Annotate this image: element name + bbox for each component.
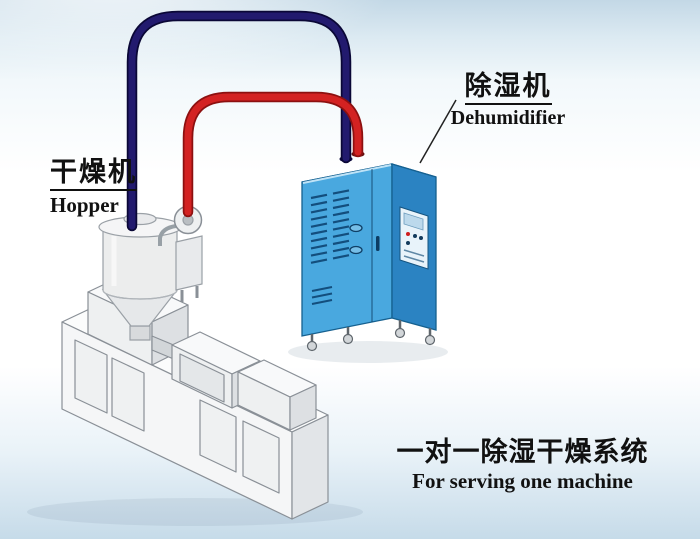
machine-door <box>74 339 108 414</box>
dehumidifier-label-en: Dehumidifier <box>450 107 566 130</box>
pipe-red <box>184 93 362 216</box>
dehumidifier-label-cn: 除湿机 <box>464 72 552 106</box>
gauge-icon <box>349 245 363 255</box>
hopper-label-cn: 干燥机 <box>50 158 137 192</box>
system-title: 一对一除湿干燥系统 For serving one machine <box>370 437 675 494</box>
button <box>419 236 423 240</box>
pipes <box>126 10 364 232</box>
pipe-navy <box>128 12 350 230</box>
hopper-band <box>102 289 178 300</box>
hopper-label-en: Hopper <box>50 193 119 218</box>
vent-slots-column-2 <box>332 189 350 260</box>
casters <box>306 320 436 352</box>
system-title-cn: 一对一除湿干燥系统 <box>396 437 649 467</box>
headbox-right <box>289 384 317 431</box>
hopper-neck <box>129 325 151 341</box>
vent-slots-column-1 <box>310 193 328 264</box>
machine-base-right <box>291 414 329 520</box>
hopper-dryer <box>98 205 203 341</box>
cabinet-door-handle <box>376 236 380 251</box>
caster-wheel <box>342 333 354 345</box>
label-pointer-line <box>419 99 457 164</box>
red-button <box>406 232 410 236</box>
caster-wheel <box>306 340 318 352</box>
hopper-return-pipe <box>158 224 177 246</box>
lower-vent <box>311 286 333 305</box>
button <box>413 234 417 238</box>
control-panel <box>399 206 429 270</box>
extruder-machine <box>61 274 329 520</box>
blower-housing <box>175 235 203 291</box>
caster-wheel <box>424 334 436 346</box>
gearbox-door <box>179 353 225 403</box>
dehumidifier-cabinet <box>301 151 437 352</box>
system-title-en: For serving one machine <box>412 469 633 494</box>
machine-door <box>111 357 145 432</box>
gauge-icon <box>349 223 363 233</box>
hopper-label: 干燥机 Hopper <box>50 158 137 216</box>
machine-door <box>199 399 237 473</box>
dehumidifier-label: 除湿机 Dehumidifier <box>438 72 578 129</box>
panel-slots <box>403 249 425 263</box>
cabinet-edge-highlight <box>302 164 392 184</box>
cabinet-shadow <box>288 341 448 363</box>
button <box>406 241 410 245</box>
caster-wheel <box>394 327 406 339</box>
control-display <box>403 212 424 231</box>
machine-door <box>242 420 280 494</box>
